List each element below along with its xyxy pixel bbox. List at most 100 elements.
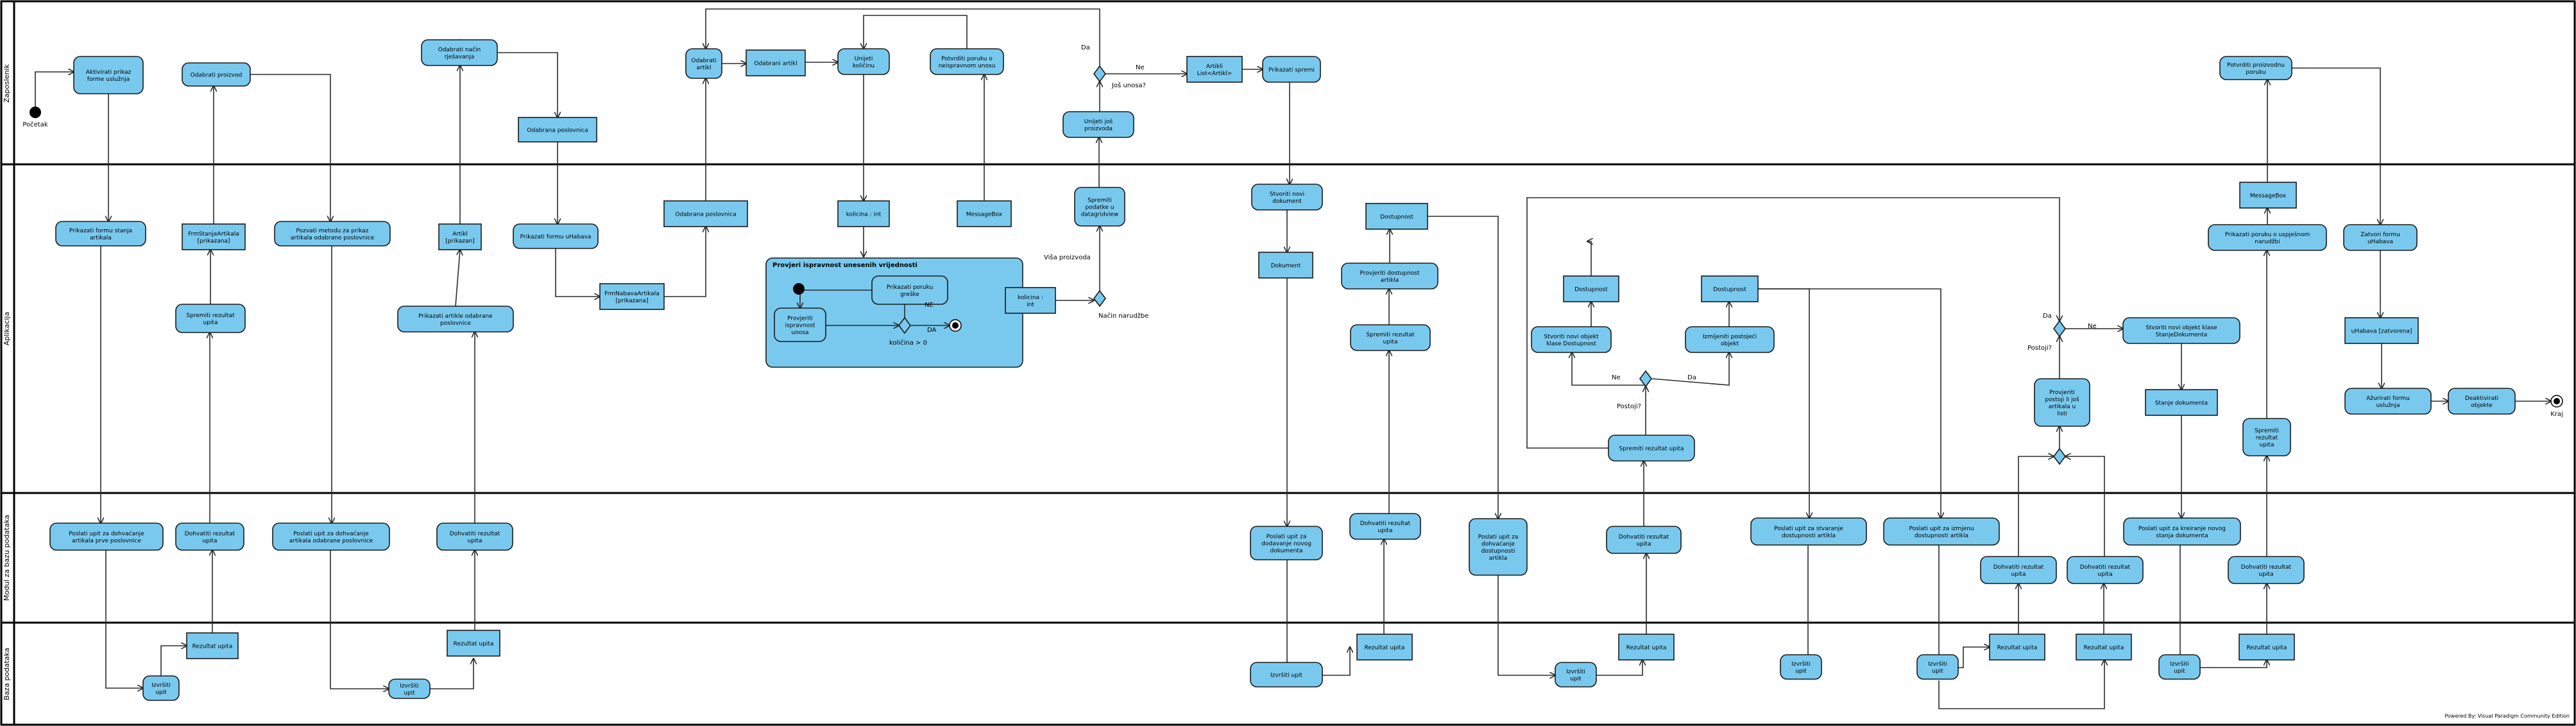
lane-label-modul: Modul za bazu podataka	[3, 515, 11, 601]
object-node: Rezultat upita	[2239, 634, 2295, 661]
action-node: Spremiti rezultat upita	[1608, 435, 1695, 462]
control-flow-edge	[430, 659, 473, 689]
action-shape	[2123, 517, 2241, 546]
control-flow-edge	[2292, 67, 2380, 225]
object-shape	[518, 117, 597, 143]
object-shape	[837, 200, 890, 227]
action-shape	[2228, 556, 2305, 584]
action-shape	[1555, 662, 1597, 687]
object-node: Rezultat upita	[1989, 634, 2045, 661]
action-shape	[2448, 388, 2516, 415]
object-node: Dokument	[1258, 252, 1313, 279]
control-flow-edge	[2065, 456, 2105, 557]
object-shape	[1356, 634, 1413, 661]
object-node: Artikl[prikazan]	[438, 223, 482, 250]
action-shape	[871, 275, 948, 305]
control-flow-edge	[864, 15, 968, 49]
object-label: Odabrani artikl	[754, 61, 797, 67]
region-end-node-core	[952, 322, 959, 329]
object-shape	[1989, 634, 2045, 661]
control-flow-edge	[706, 8, 1100, 66]
control-flow-edge	[2018, 456, 2054, 557]
start-label: Početak	[22, 121, 47, 128]
object-shape	[1258, 252, 1313, 279]
control-flow-edge	[105, 550, 143, 688]
control-flow-edge	[250, 74, 330, 221]
label-da-mid: Da	[1687, 374, 1696, 381]
action-label: Prikazati spremi	[1268, 67, 1315, 74]
object-shape	[1365, 203, 1428, 230]
object-node: FrmNabavaArtikala[prikazana]	[599, 283, 665, 310]
control-flow-edge	[455, 250, 460, 307]
control-flow-edge	[1497, 575, 1555, 675]
label-kolicina-cond: količina > 0	[889, 339, 927, 347]
object-shape	[957, 200, 1012, 227]
decision-node	[1093, 290, 1106, 307]
action-shape	[1250, 526, 1323, 560]
label-jos-unosa: Još unosa?	[1111, 82, 1146, 89]
object-node: Stanje dokumenta	[2145, 389, 2218, 416]
control-flow-edge	[1587, 241, 1591, 276]
action-shape	[685, 48, 722, 79]
action-shape	[2343, 224, 2418, 251]
object-shape	[186, 632, 239, 659]
lane-label-aplikacija: Aplikacija	[3, 312, 11, 345]
object-shape	[2076, 634, 2132, 661]
footer-watermark: Powered By: Visual Paradigm Community Ed…	[2444, 713, 2570, 719]
object-node: Rezultat upita	[2076, 634, 2132, 661]
object-label: Rezultat upita	[2247, 645, 2287, 652]
end-label: Kraj	[2550, 411, 2563, 418]
control-flow-edge	[664, 227, 706, 297]
action-shape	[388, 678, 431, 699]
object-node: Dostupnost	[1701, 275, 1759, 302]
object-node: MessageBox	[2239, 182, 2297, 209]
control-flow-edge	[1732, 288, 1941, 518]
action-shape	[1469, 518, 1528, 576]
action-shape	[49, 523, 164, 551]
object-label: Dostupnost	[1574, 287, 1608, 293]
action-shape	[1350, 324, 1431, 351]
action-shape	[175, 523, 244, 551]
action-shape	[1750, 517, 1867, 546]
action-shape	[73, 56, 144, 94]
object-shape	[1618, 634, 1675, 661]
control-flow-edge	[1322, 647, 1350, 676]
action-shape	[2158, 654, 2201, 680]
object-node: kolicina :int	[1005, 287, 1056, 314]
action-shape	[513, 223, 599, 249]
object-label: FrmNabavaArtikala[prikazana]	[604, 291, 660, 304]
